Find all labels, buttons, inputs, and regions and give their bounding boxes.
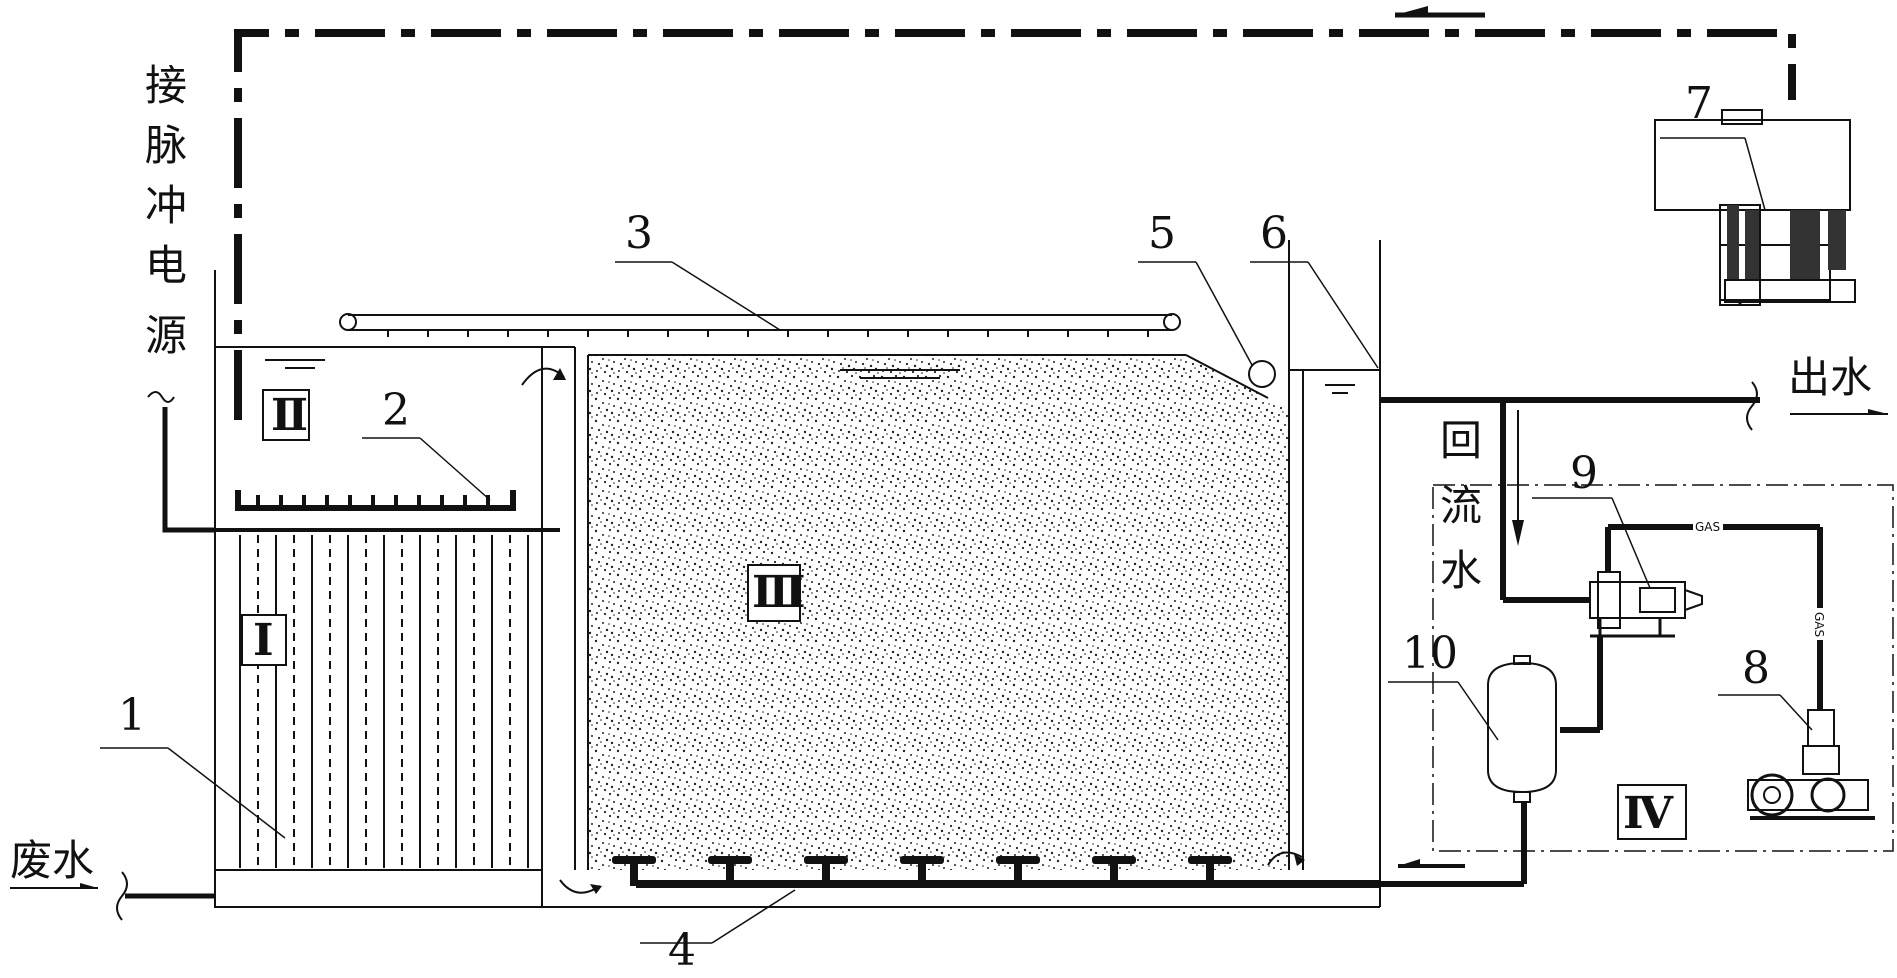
- electrode-tank: Ⅰ: [214, 529, 543, 908]
- svg-text:脉: 脉: [145, 121, 187, 170]
- aeration-pipe-2: [235, 490, 516, 511]
- upper-compartment: Ⅱ: [214, 270, 575, 907]
- callouts: 1 2 3 4 5 6 7 8 9 10: [100, 78, 1813, 976]
- callout-7: 7: [1685, 78, 1713, 129]
- zone-3-label: Ⅲ: [752, 568, 806, 617]
- svg-text:电: 电: [145, 241, 187, 290]
- zone-2-label: Ⅱ: [271, 391, 308, 440]
- pulse-power-dashdot-line: [234, 6, 1796, 420]
- pulse-power-unit-7: [1654, 109, 1856, 306]
- pulse-power-label: 接 脉 冲 电 源: [145, 61, 187, 360]
- waste-water-inlet: 废水: [10, 836, 215, 921]
- callout-6: 6: [1260, 208, 1288, 259]
- air-dissolving-system: 回 流 水 GAS GAS GAS: [1380, 400, 1894, 887]
- svg-text:废水: 废水: [10, 836, 94, 885]
- callout-3: 3: [625, 208, 653, 259]
- filter-media-tank: Ⅲ: [542, 240, 1381, 908]
- svg-text:水: 水: [1440, 546, 1482, 595]
- svg-text:回: 回: [1440, 416, 1482, 465]
- callout-10: 10: [1402, 628, 1458, 679]
- compressor-8: [1747, 709, 1875, 820]
- callout-5: 5: [1148, 208, 1176, 259]
- callout-4: 4: [668, 925, 696, 976]
- bottom-distributor-4: [612, 856, 1380, 888]
- svg-text:源: 源: [145, 311, 187, 360]
- callout-8: 8: [1742, 643, 1770, 694]
- callout-9: 9: [1570, 448, 1598, 499]
- float-valve-5: [1248, 360, 1276, 388]
- svg-text:GAS: GAS: [1812, 612, 1826, 637]
- svg-text:接: 接: [145, 61, 187, 110]
- callout-1: 1: [118, 690, 146, 741]
- svg-text:冲: 冲: [145, 181, 187, 230]
- electrode-plates: [239, 535, 529, 868]
- pump-9: [1589, 571, 1703, 638]
- spray-pipe-3: [339, 313, 1181, 337]
- svg-text:出水: 出水: [1788, 353, 1872, 402]
- svg-text:GAS: GAS: [1695, 520, 1720, 534]
- zone-1-label: Ⅰ: [253, 616, 274, 665]
- outlet-pipe: 出水: [1380, 353, 1888, 431]
- air-tank-10: [1487, 655, 1557, 803]
- svg-text:流: 流: [1440, 481, 1482, 530]
- callout-2: 2: [382, 385, 410, 436]
- zone-4-label: Ⅳ: [1623, 789, 1674, 838]
